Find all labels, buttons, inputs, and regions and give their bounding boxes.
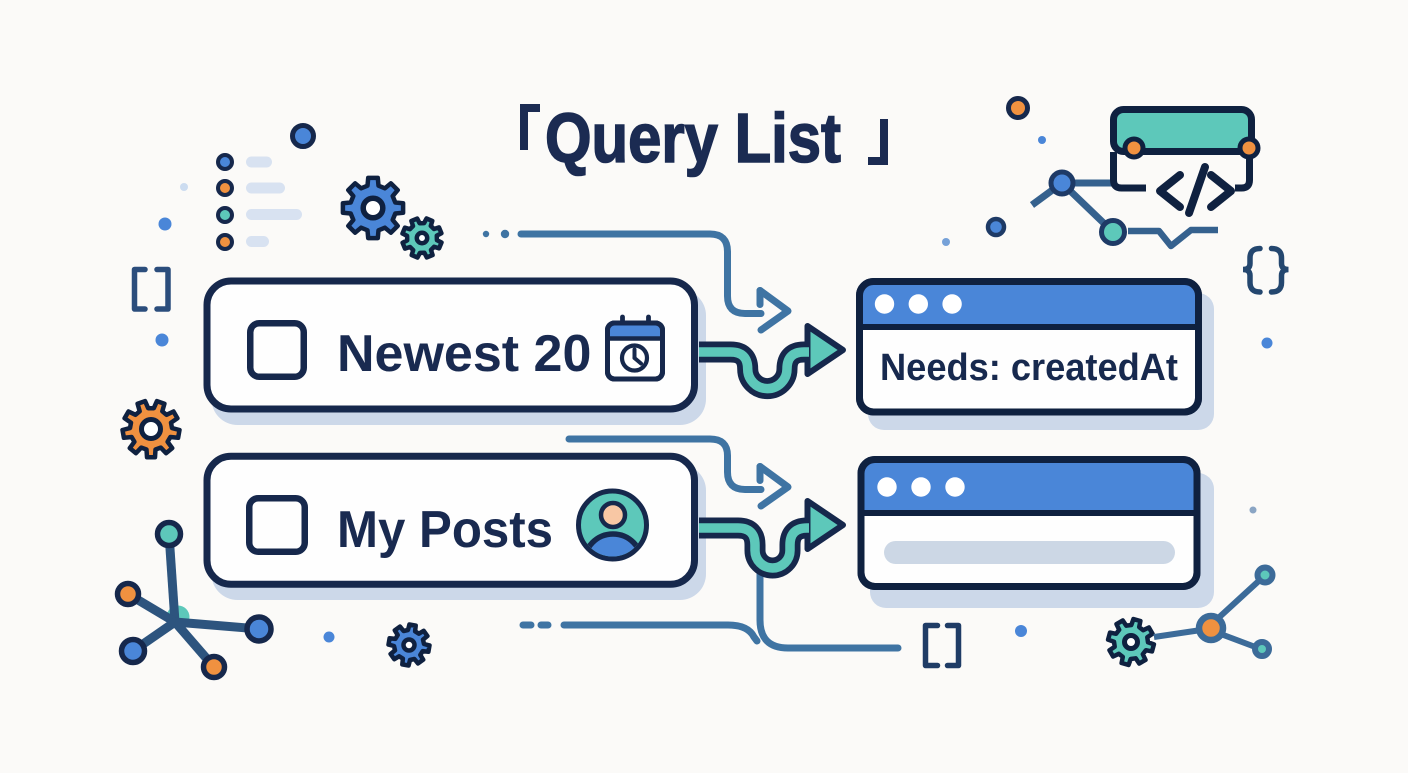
svg-text:Query List: Query List [545,99,841,177]
svg-text:Needs: createdAt: Needs: createdAt [880,347,1178,389]
svg-text:My Posts: My Posts [337,501,553,559]
svg-text:Newest 20: Newest 20 [337,325,591,383]
